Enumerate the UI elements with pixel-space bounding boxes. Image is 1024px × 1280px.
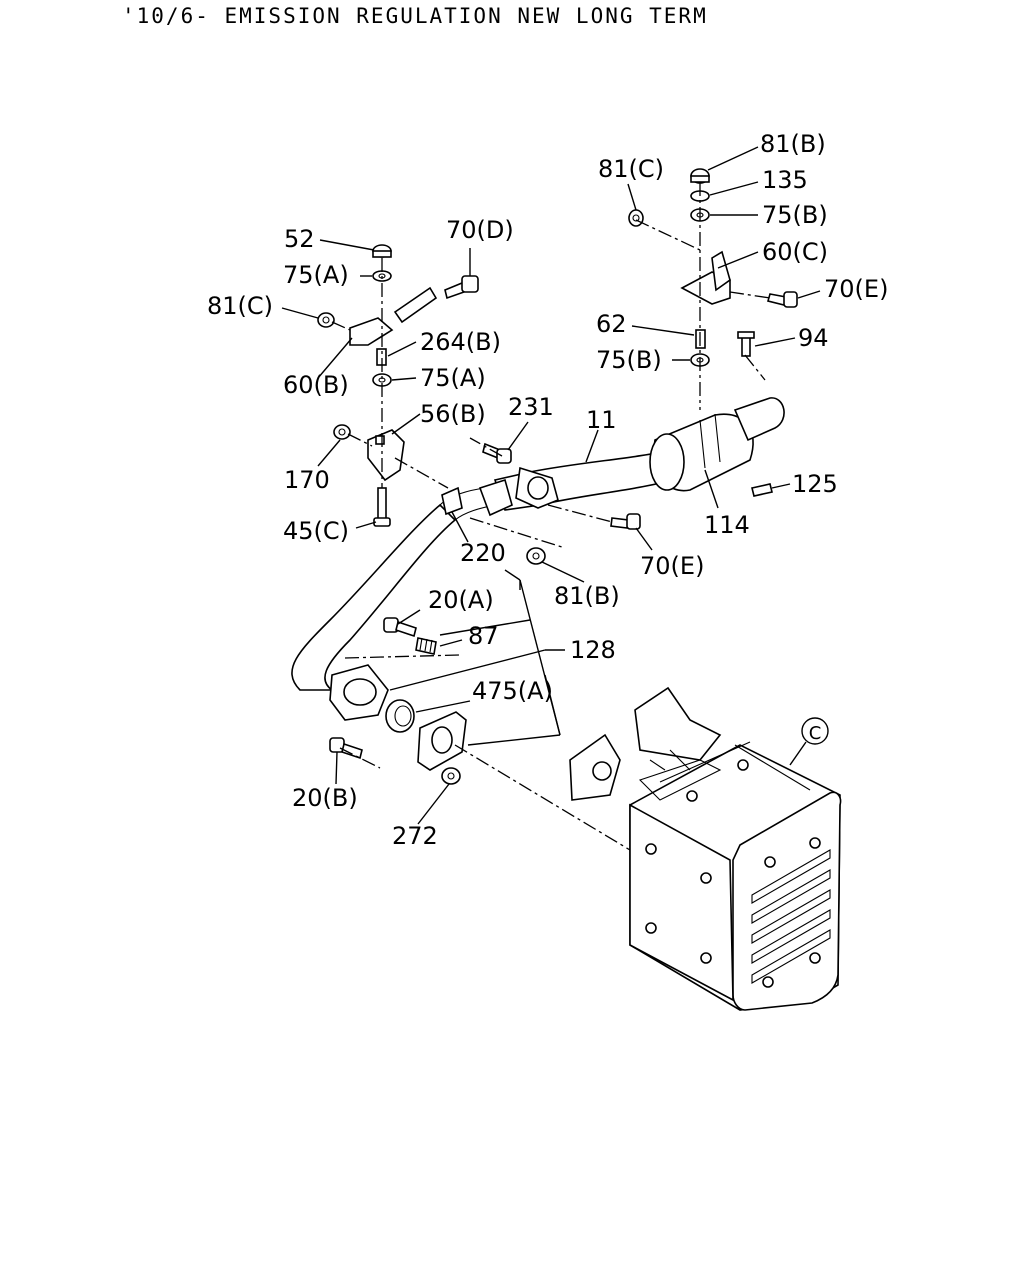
label-70d: 70(D) [446,216,514,244]
bolt-20b [329,737,363,760]
label-231: 231 [508,393,554,421]
label-callout-c: C [809,723,822,744]
label-11: 11 [586,406,617,434]
page-title: '10/6- EMISSION REGULATION NEW LONG TERM [122,4,708,28]
label-220: 220 [460,539,506,567]
bracket-60c [680,250,731,305]
hanger-60b [349,286,438,346]
label-75b-lower: 75(B) [596,346,662,374]
label-60c: 60(C) [762,238,828,266]
spring-87 [415,637,437,655]
dpd-muffler-assembly [569,686,842,1011]
nut-81b-top [690,168,710,184]
label-75a-lower: 75(A) [420,364,486,392]
bolt-70d [444,275,479,300]
clip-125 [751,483,773,497]
seal-ring-475a [385,699,415,733]
label-70e-lower: 70(E) [640,552,704,580]
label-70e-right: 70(E) [824,275,888,303]
catalytic-muffler-114 [649,397,785,492]
label-125: 125 [792,470,838,498]
label-45c: 45(C) [283,517,349,545]
label-75a-upper: 75(A) [283,261,349,289]
exhaust-flange-lower [329,664,389,721]
bracket-56b [367,429,405,482]
louver-slots [751,849,831,984]
label-81b-lower: 81(B) [554,582,620,610]
label-62: 62 [596,310,627,338]
label-75b-top: 75(B) [762,201,828,229]
label-114: 114 [704,511,750,539]
label-81c-right: 81(C) [598,155,664,183]
gasket-220 [441,486,463,516]
label-94: 94 [798,324,829,352]
label-56b: 56(B) [420,400,486,428]
label-264b: 264(B) [420,328,501,356]
flange-gasket [417,711,467,771]
nut-81b-lower [526,547,546,565]
front-pipe-11 [478,449,682,517]
label-272: 272 [392,822,438,850]
label-128: 128 [570,636,616,664]
label-81b-top: 81(B) [760,130,826,158]
nut-81c-right [628,209,644,227]
bolt-20a [383,617,417,638]
nut-52 [372,244,392,258]
nut-170 [333,424,351,440]
leader-lines [281,146,821,825]
nut-272 [441,767,461,785]
label-475a: 475(A) [472,677,553,705]
label-20b: 20(B) [292,784,358,812]
label-52: 52 [284,225,315,253]
bolt-70e-lower [610,513,641,530]
assembly-centerlines [331,182,771,851]
bolt-45c [373,487,391,527]
label-20a: 20(A) [428,586,494,614]
label-60b: 60(B) [283,371,349,399]
callout-c-marker [789,717,829,766]
stud-94 [737,331,755,357]
bolt-70e-right [767,291,798,308]
label-135: 135 [762,166,808,194]
label-170: 170 [284,466,330,494]
bolt-231 [482,442,512,464]
label-81c-left: 81(C) [207,292,273,320]
part-labels: 81(B) 81(C) 135 75(B) 60(C) 70(E) 52 70(… [207,130,888,850]
nut-81c-left [317,312,335,328]
label-87: 87 [468,622,499,650]
